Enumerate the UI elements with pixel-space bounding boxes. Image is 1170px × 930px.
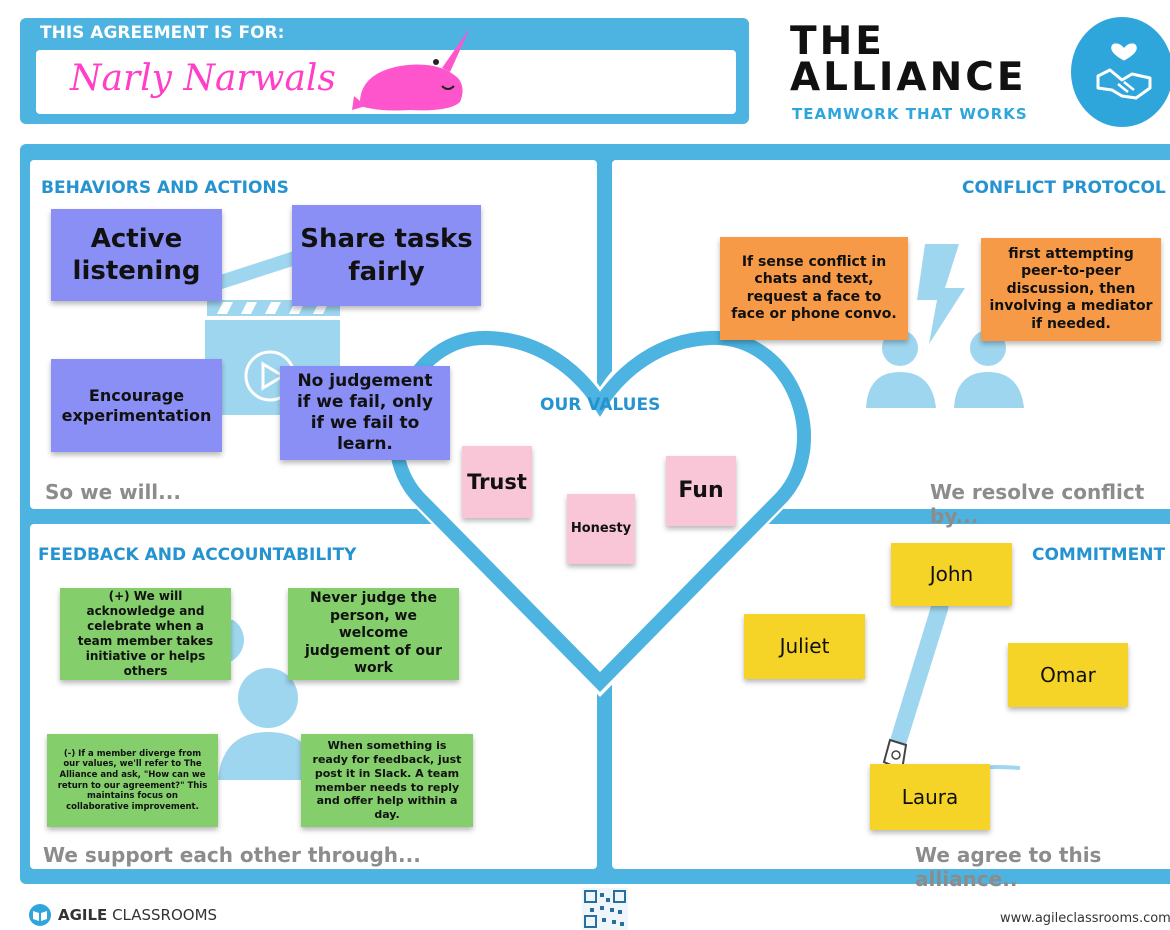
- signature-note-laura: Laura: [870, 764, 990, 830]
- brand-title-line2: ALLIANCE: [790, 55, 1027, 100]
- footer-brand: AGILE CLASSROOMS: [58, 906, 217, 924]
- footer-brand-rest: CLASSROOMS: [107, 906, 218, 924]
- agreement-label: THIS AGREEMENT IS FOR:: [40, 23, 285, 43]
- commitment-title: COMMITMENT: [1032, 545, 1166, 565]
- conflict-note: first attempting peer-to-peer discussion…: [981, 238, 1161, 341]
- feedback-footer: We support each other through...: [43, 843, 421, 867]
- commitment-footer: We agree to this alliance..: [915, 843, 1102, 891]
- brand-subtitle: TEAMWORK THAT WORKS: [792, 105, 1028, 123]
- brand-title-line1: THE: [790, 19, 885, 64]
- behaviors-footer: So we will...: [45, 480, 181, 504]
- values-label: OUR VALUES: [540, 395, 661, 415]
- conflict-footer: We resolve conflict by...: [930, 480, 1145, 528]
- value-note-honesty: Honesty: [567, 494, 635, 564]
- signature-note-omar: Omar: [1008, 643, 1128, 707]
- signature-note-john: John: [891, 543, 1012, 606]
- people-icon: [866, 330, 1024, 408]
- behaviors-title: BEHAVIORS AND ACTIONS: [41, 178, 289, 198]
- signature-note-juliet: Juliet: [744, 614, 865, 679]
- handshake-heart-icon: [1096, 43, 1152, 100]
- value-note-trust: Trust: [462, 446, 532, 518]
- brand-title: THE ALLIANCE: [790, 19, 1027, 100]
- logo-circle: [1071, 17, 1170, 127]
- behavior-note: Active listening: [51, 209, 222, 301]
- narwhal-icon: [352, 28, 470, 111]
- footer-url[interactable]: www.agileclassrooms.com: [1000, 911, 1170, 926]
- feedback-title: FEEDBACK AND ACCOUNTABILITY: [38, 545, 357, 565]
- behavior-note: No judgement if we fail, only if we fail…: [280, 366, 450, 460]
- conflict-title: CONFLICT PROTOCOL: [962, 178, 1166, 198]
- pen-icon: [882, 587, 1021, 772]
- feedback-note: (+) We will acknowledge and celebrate wh…: [60, 588, 231, 680]
- book-icon: [29, 904, 51, 926]
- behavior-note: Share tasks fairly: [292, 205, 481, 306]
- behavior-note: Encourage experimentation: [51, 359, 222, 452]
- feedback-note: When something is ready for feedback, ju…: [301, 734, 473, 827]
- value-note-fun: Fun: [666, 456, 736, 526]
- conflict-note: If sense conflict in chats and text, req…: [720, 237, 908, 340]
- feedback-note: Never judge the person, we welcome judge…: [288, 588, 459, 680]
- team-name: Narly Narwals: [70, 58, 336, 99]
- footer-brand-bold: AGILE: [58, 906, 108, 924]
- qr-code-icon: [582, 888, 628, 930]
- lightning-icon: [917, 244, 965, 344]
- feedback-note: (-) If a member diverge from our values,…: [47, 734, 218, 827]
